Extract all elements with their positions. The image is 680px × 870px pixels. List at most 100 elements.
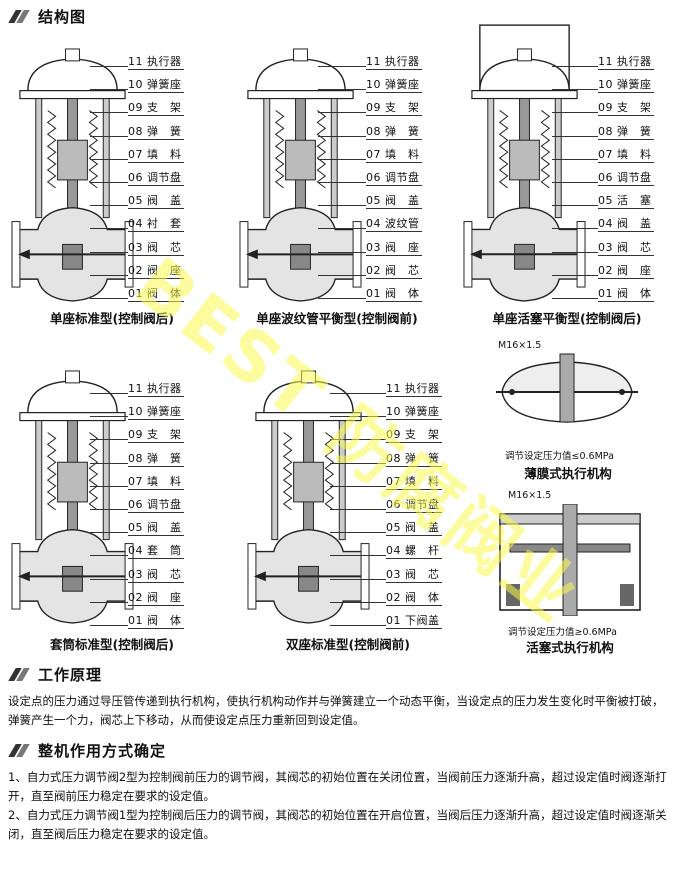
part-label: 07 填 料 xyxy=(128,147,184,163)
leader-line xyxy=(552,205,598,207)
pressure-note: 调节设定压力值≤0.6MPa xyxy=(505,451,614,462)
part-label: 01 阀 体 xyxy=(366,287,422,302)
leader-line xyxy=(552,135,598,137)
leader-line xyxy=(552,182,598,183)
part-label: 11 执行器 xyxy=(128,55,184,70)
mode-item-1: 1、自力式压力调节阀2型为控制阀前压力的调节阀，其阀芯的初始位置在关闭位置，当阀… xyxy=(8,770,667,803)
leader-line xyxy=(90,298,128,299)
section-marker-icon xyxy=(8,10,30,23)
part-label: 03 阀 芯 xyxy=(128,240,184,256)
part-label: 08 弹 簧 xyxy=(128,451,184,467)
part-label: 09 支 架 xyxy=(128,101,184,117)
part-label: 01 下阀盖 xyxy=(386,614,442,629)
leader-line xyxy=(330,439,386,441)
leader-line xyxy=(318,298,366,299)
part-label: 04 套 筒 xyxy=(128,544,184,560)
part-label: 01 阀 体 xyxy=(128,614,184,629)
valve-drawing-piston-balanced xyxy=(462,24,587,302)
part-label: 02 阀 座 xyxy=(128,590,184,606)
part-label: 09 支 架 xyxy=(386,428,442,444)
leader-line xyxy=(90,485,128,487)
part-label: 02 阀 体 xyxy=(386,590,442,606)
leader-line xyxy=(90,158,128,160)
part-label: 10 弹簧座 xyxy=(128,78,184,94)
part-label: 01 阀 体 xyxy=(598,287,654,302)
leader-line xyxy=(330,393,386,394)
part-label: 11 执行器 xyxy=(598,55,654,70)
valve-drawing-bellows-balanced xyxy=(238,47,363,302)
part-label: 05 阀 盖 xyxy=(386,521,442,537)
leader-line xyxy=(330,485,386,487)
part-label: 03 阀 座 xyxy=(366,240,422,256)
mode-item-2: 2、自力式压力调节阀1型为控制阀后压力的调节阀，其阀芯的初始位置在开启位置，当阀… xyxy=(8,808,667,841)
leader-line xyxy=(330,601,386,603)
part-label: 02 阀 座 xyxy=(128,263,184,279)
leader-line xyxy=(90,439,128,441)
leader-line xyxy=(90,625,128,626)
leader-line xyxy=(90,601,128,603)
leader-line xyxy=(552,158,598,160)
figure-caption: 双座标准型(控制阀前) xyxy=(286,637,410,652)
leader-line xyxy=(552,274,598,276)
leader-line xyxy=(318,135,366,137)
leader-line xyxy=(90,393,128,394)
leader-line xyxy=(318,228,366,230)
leader-line xyxy=(552,112,598,114)
part-label: 04 波纹管 xyxy=(366,217,422,233)
figure-caption: 单座波纹管平衡型(控制阀前) xyxy=(256,311,418,326)
actuator-title: 薄膜式执行机构 xyxy=(524,466,612,481)
part-label: 09 支 架 xyxy=(128,428,184,444)
part-label: 06 调节盘 xyxy=(386,498,442,513)
leader-line xyxy=(318,205,366,207)
part-label: 03 阀 芯 xyxy=(598,240,654,256)
pressure-note: 调节设定压力值≥0.6MPa xyxy=(508,627,617,638)
thread-spec: M16×1.5 xyxy=(498,340,542,351)
section-header-principle: 工作原理 xyxy=(8,664,102,685)
actuator-title: 活塞式执行机构 xyxy=(526,640,614,655)
part-label: 08 弹 簧 xyxy=(366,124,422,140)
section-marker-icon xyxy=(8,668,30,681)
valve-drawing-double-seat xyxy=(246,369,371,624)
diaphragm-actuator-drawing xyxy=(496,353,638,423)
leader-line xyxy=(90,135,128,137)
leader-line xyxy=(318,89,366,91)
part-label: 11 执行器 xyxy=(128,382,184,397)
section-title: 整机作用方式确定 xyxy=(38,742,167,760)
figure-caption: 套筒标准型(控制阀后) xyxy=(50,637,174,652)
part-label: 07 填 料 xyxy=(598,147,654,163)
part-label: 07 填 料 xyxy=(366,147,422,163)
part-label: 11 执行器 xyxy=(366,55,422,70)
part-label: 04 衬 套 xyxy=(128,217,184,233)
piston-actuator-drawing xyxy=(499,504,641,616)
leader-line xyxy=(90,462,128,464)
section-marker-icon xyxy=(8,744,30,757)
leader-line xyxy=(90,532,128,534)
leader-line xyxy=(330,625,386,626)
leader-line xyxy=(90,228,128,230)
leader-line xyxy=(330,555,386,557)
part-label: 09 支 架 xyxy=(366,101,422,117)
part-label: 02 阀 芯 xyxy=(366,263,422,279)
part-label: 05 活 塞 xyxy=(598,194,654,210)
part-label: 06 调节盘 xyxy=(128,498,184,513)
leader-line xyxy=(330,532,386,534)
leader-line xyxy=(90,509,128,510)
leader-line xyxy=(90,182,128,183)
leader-line xyxy=(552,66,598,67)
leader-line xyxy=(90,555,128,557)
leader-line xyxy=(318,274,366,276)
part-label: 03 阀 芯 xyxy=(386,567,442,583)
leader-line xyxy=(552,251,598,253)
part-label: 10 弹簧座 xyxy=(386,405,442,421)
leader-line xyxy=(90,251,128,253)
figure-caption: 单座活塞平衡型(控制阀后) xyxy=(492,311,642,326)
part-label: 05 阀 盖 xyxy=(366,194,422,210)
leader-line xyxy=(318,66,366,67)
valve-drawing-single-seat-standard xyxy=(10,47,135,302)
part-label: 08 弹 簧 xyxy=(386,451,442,467)
leader-line xyxy=(552,228,598,230)
part-label: 10 弹簧座 xyxy=(366,78,422,94)
leader-line xyxy=(552,298,598,299)
leader-line xyxy=(90,112,128,114)
part-label: 06 调节盘 xyxy=(366,171,422,186)
